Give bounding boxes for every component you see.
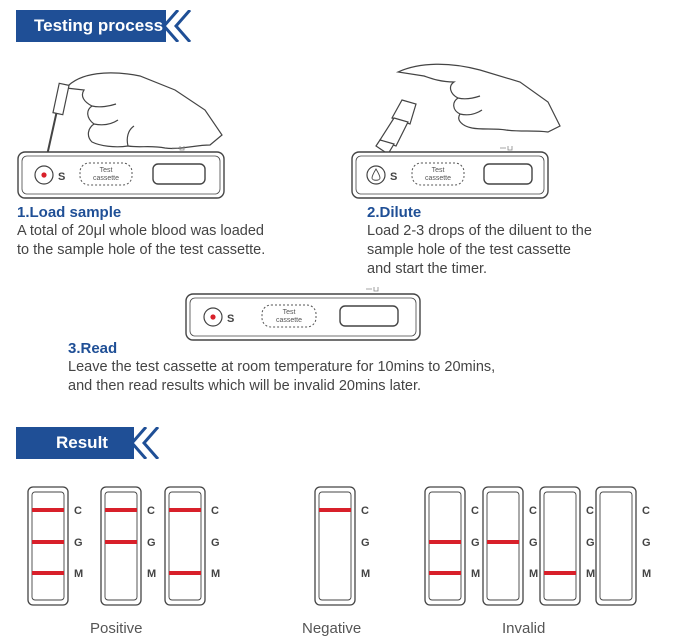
step-2-line-1: Load 2-3 drops of the diluent to the — [367, 223, 592, 239]
step-3-title: 3.Read — [68, 340, 118, 357]
strip-outline — [595, 486, 637, 606]
hand-dropper-icon — [375, 63, 561, 155]
test-line-g — [32, 540, 64, 544]
test-line-m — [169, 571, 201, 575]
test-cassette-2: S Test cassette — [351, 146, 549, 199]
strip-label-m: M — [529, 568, 538, 580]
test-line-c — [319, 508, 351, 512]
result-strip: C G M — [100, 486, 156, 606]
strip-label-g: G — [147, 537, 156, 549]
strip-window — [486, 491, 520, 601]
strip-label-g: G — [74, 537, 83, 549]
sample-mark: S — [390, 171, 397, 183]
strip-window — [168, 491, 202, 601]
test-line-g — [105, 540, 137, 544]
result-strip: C G M — [539, 486, 595, 606]
result-banner: Result — [16, 427, 134, 459]
strip-label-c: C — [74, 505, 82, 517]
step-2-text: Load 2-3 drops of the diluent to the sam… — [367, 222, 592, 279]
positive-caption: Positive — [90, 620, 143, 637]
step-1-line-2: to the sample hole of the test cassette. — [17, 242, 266, 258]
step-3-line-2: and then read results which will be inva… — [68, 378, 422, 394]
strip-label-m: M — [642, 568, 651, 580]
result-strip: C G M — [314, 486, 370, 606]
step-2-line-3: and start the timer. — [367, 261, 488, 277]
strip-outline — [27, 486, 69, 606]
test-line-c — [32, 508, 64, 512]
strip-label-c: C — [529, 505, 537, 517]
window-text-1: Test — [100, 167, 113, 174]
step-1-line-1: A total of 20μl whole blood was loaded — [17, 223, 264, 239]
result-strip: C G M — [482, 486, 538, 606]
testing-process-title: Testing process — [34, 16, 164, 35]
test-cassette-1: S Test cassette — [17, 146, 225, 199]
hand-pipette-icon — [45, 72, 223, 161]
step-1-text: A total of 20μl whole blood was loaded t… — [17, 222, 265, 260]
step-2-title: 2.Dilute — [367, 204, 422, 221]
step-2-line-2: sample hole of the test cassette — [367, 242, 571, 258]
strip-label-m: M — [361, 568, 370, 580]
test-line-m — [544, 571, 576, 575]
strip-outline — [482, 486, 524, 606]
step-3-line-1: Leave the test cassette at room temperat… — [68, 359, 496, 375]
strip-outline — [539, 486, 581, 606]
strip-window — [318, 491, 352, 601]
strip-label-m: M — [586, 568, 595, 580]
strip-outline — [314, 486, 356, 606]
strip-label-m: M — [211, 568, 220, 580]
step-3-text: Leave the test cassette at room temperat… — [68, 358, 495, 396]
banner-chevron-icon — [164, 10, 192, 42]
strip-label-g: G — [529, 537, 538, 549]
strip-outline — [100, 486, 142, 606]
result-strip: C G M — [595, 486, 651, 606]
testing-process-banner: Testing process — [16, 10, 166, 42]
strip-label-c: C — [361, 505, 369, 517]
strip-label-c: C — [642, 505, 650, 517]
result-strip: C G M — [27, 486, 83, 606]
strip-window — [104, 491, 138, 601]
strip-label-g: G — [361, 537, 370, 549]
negative-caption: Negative — [302, 620, 362, 637]
strip-label-c: C — [211, 505, 219, 517]
strip-window — [599, 491, 633, 601]
window-text-1: Test — [283, 309, 296, 316]
window-text-2: cassette — [425, 175, 451, 182]
strip-label-g: G — [642, 537, 651, 549]
strip-label-m: M — [74, 568, 83, 580]
strip-outline — [164, 486, 206, 606]
strip-label-g: G — [211, 537, 220, 549]
window-text-2: cassette — [93, 175, 119, 182]
banner-chevron-icon — [132, 427, 160, 459]
test-line-m — [429, 571, 461, 575]
strip-label-c: C — [586, 505, 594, 517]
strip-outline — [424, 486, 466, 606]
result-strip: C G M — [164, 486, 220, 606]
window-text-1: Test — [432, 167, 445, 174]
strip-label-m: M — [147, 568, 156, 580]
result-strip: C G M — [424, 486, 480, 606]
test-line-c — [169, 508, 201, 512]
result-strips: C G M C G M C G M C G M C G M C G M C G M C G M — [27, 486, 651, 606]
step-1-title: 1.Load sample — [17, 204, 122, 221]
strip-window — [31, 491, 65, 601]
window-text-2: cassette — [276, 317, 302, 324]
test-line-g — [487, 540, 519, 544]
test-cassette-3: S Test cassette — [185, 287, 421, 341]
invalid-caption: Invalid — [502, 620, 546, 637]
sample-mark: S — [227, 313, 234, 325]
result-title: Result — [56, 433, 108, 452]
test-line-m — [32, 571, 64, 575]
strip-label-m: M — [471, 568, 480, 580]
strip-window — [428, 491, 462, 601]
test-line-g — [429, 540, 461, 544]
strip-label-g: G — [471, 537, 480, 549]
strip-window — [543, 491, 577, 601]
test-line-c — [105, 508, 137, 512]
strip-label-c: C — [471, 505, 479, 517]
strip-label-c: C — [147, 505, 155, 517]
sample-mark: S — [58, 171, 65, 183]
strip-label-g: G — [586, 537, 595, 549]
